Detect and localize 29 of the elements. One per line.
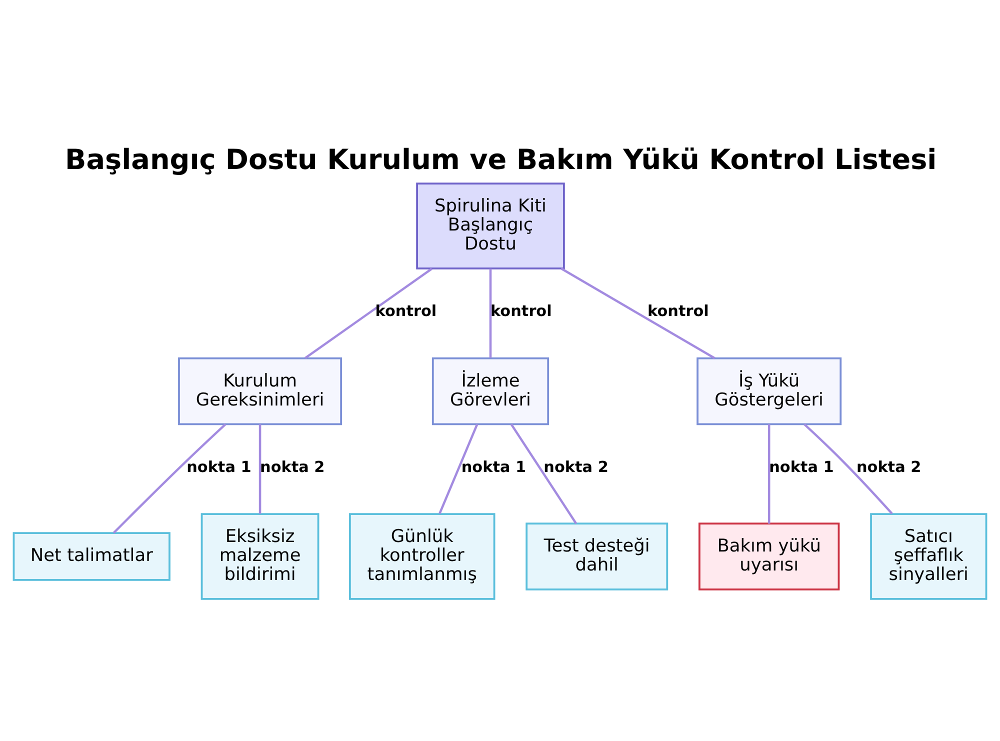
edge-label: nokta 1	[461, 457, 526, 476]
connector	[438, 423, 478, 514]
node-box: İzleme Görevleri	[432, 356, 550, 425]
connector	[560, 267, 716, 359]
connector	[112, 422, 226, 534]
node-box: Bakım yükü uyarısı	[698, 522, 840, 590]
edge-label: nokta 2	[260, 457, 325, 476]
node-box: İş Yükü Göstergeleri	[696, 356, 842, 425]
diagram-title: Başlangıç Dostu Kurulum ve Bakım Yükü Kontrol Listesi	[65, 142, 937, 176]
node-box: Kurulum Gereksinimleri	[178, 356, 342, 425]
edge-label: kontrol	[648, 302, 709, 320]
edge-label: nokta 1	[769, 457, 834, 476]
connector	[489, 268, 492, 358]
node-box: Spirulina Kiti Başlangıç Dostu	[416, 182, 565, 269]
edge-label: nokta 2	[856, 457, 922, 476]
connector	[768, 424, 770, 524]
edge-label: kontrol	[490, 302, 552, 320]
connector	[304, 267, 432, 359]
edge-label: nokta 1	[186, 457, 252, 476]
node-box: Test desteği dahil	[526, 522, 668, 590]
node-box: Günlük kontroller tanımlanmış	[349, 512, 496, 600]
node-box: Net talimatlar	[12, 532, 170, 580]
edge-label: kontrol	[375, 302, 437, 320]
connector	[510, 423, 578, 524]
edge-label: nokta 2	[544, 457, 608, 476]
node-box: Eksiksiz malzeme bildirimi	[200, 512, 320, 600]
connector	[258, 424, 262, 514]
connector	[804, 422, 893, 514]
node-box: Satıcı şeffaflık sinyalleri	[870, 512, 988, 600]
